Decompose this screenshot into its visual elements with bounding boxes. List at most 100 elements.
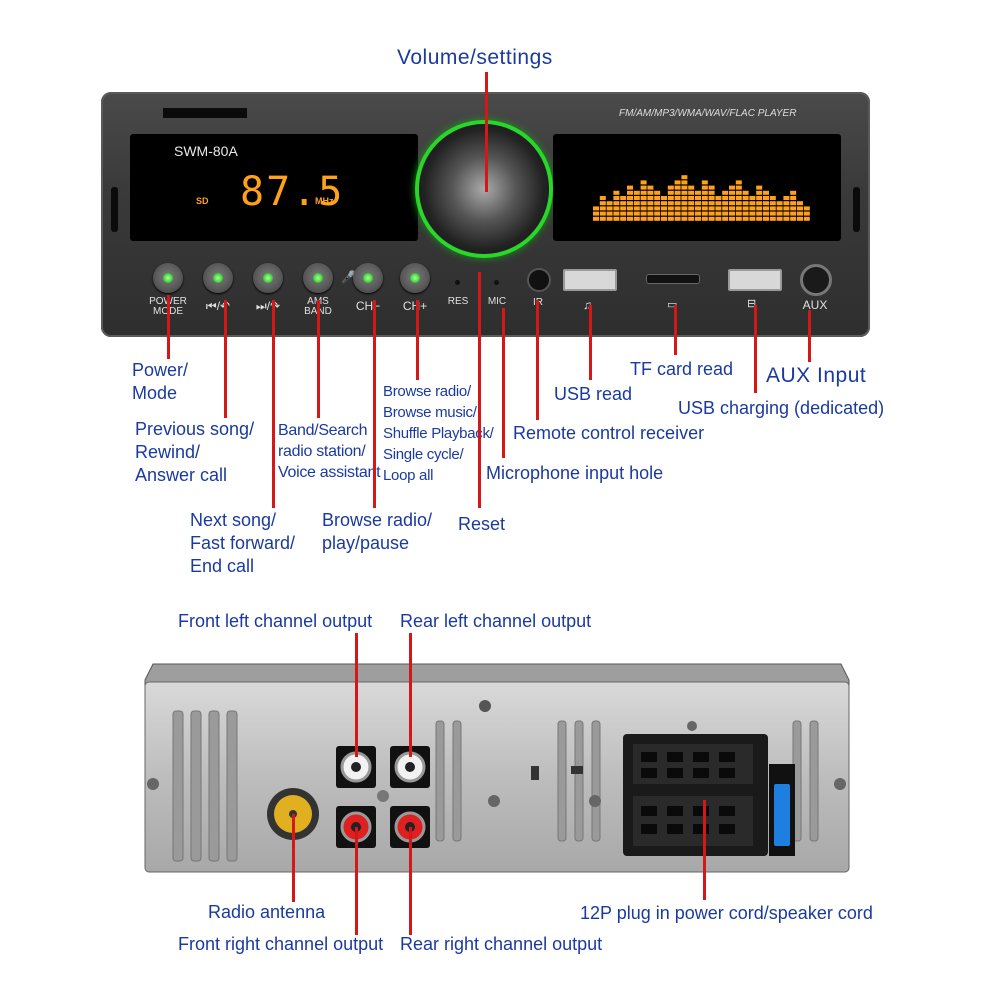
label-band-line1: Band/Search [278,422,368,439]
equalizer-segment [803,206,810,211]
equalizer-segment [661,211,667,216]
ams-band-button[interactable] [303,263,333,293]
leader-tf-card [674,305,677,355]
equalizer-segment [620,211,627,216]
rca-front-left[interactable] [336,746,376,788]
equalizer-segment [695,211,701,216]
iso-connector-12p[interactable] [623,734,768,856]
tf-card-slot[interactable] [646,274,700,284]
equalizer-segment [722,190,729,195]
left-release-slot [111,187,118,232]
next-button[interactable] [253,263,283,293]
equalizer-segment [667,201,674,206]
equalizer-segment [735,180,742,185]
equalizer-segment [783,216,790,221]
equalizer-segment [599,211,606,216]
card-slot [163,108,247,118]
usb-read-port[interactable] [563,269,617,291]
volume-knob[interactable] [419,124,549,254]
equalizer-segment [661,216,667,221]
equalizer-segment [729,201,735,206]
equalizer-segment [776,206,783,211]
left-display: SWM-80A SD 87.5 MHz [130,134,418,241]
leader-aux [808,310,811,362]
equalizer-segment [620,196,627,200]
rca-rear-left[interactable] [390,746,430,788]
equalizer-segment [640,216,647,221]
equalizer-segment [715,196,722,200]
equalizer-segment [756,190,763,195]
aux-label: AUX [802,298,828,312]
reset-hole[interactable] [455,280,460,285]
equalizer-segment [599,196,606,200]
equalizer-segment [661,196,667,200]
screw-top [479,700,491,712]
equalizer-segment [735,216,742,221]
ch-plus-button[interactable] [400,263,430,293]
equalizer-segment [667,211,674,216]
equalizer-segment [797,211,803,216]
frequency-readout: 87.5 [240,169,345,215]
equalizer-segment [674,216,681,221]
left-vents [172,710,238,862]
equalizer-segment [674,180,681,185]
equalizer-segment [640,190,647,195]
equalizer-segment [708,201,715,206]
equalizer-segment [640,206,647,211]
equalizer-segment [749,216,756,221]
label-usb-read: USB read [554,384,633,404]
equalizer-segment [776,201,783,206]
equalizer-segment [701,185,708,190]
equalizer-segment [769,211,776,216]
equalizer-segment [708,216,715,221]
equalizer-segment [613,216,620,221]
power-mode-button[interactable] [153,263,183,293]
equalizer-segment [790,201,797,206]
screw-mid [488,795,500,807]
equalizer-segment [627,201,633,206]
equalizer-segment [613,190,620,195]
equalizer-segment [742,206,749,211]
equalizer-segment [688,185,695,190]
ir-receiver [527,268,551,292]
equalizer-segment [701,211,708,216]
equalizer-segment [674,201,681,206]
equalizer-segment [783,201,790,206]
mount-hole-right [834,778,846,790]
equalizer-segment [640,185,647,190]
ch-plus-label: CH+ [402,299,428,313]
equalizer-segment [647,185,654,190]
label-band: Band/Search radio station/ Voice assista… [278,420,381,483]
equalizer-segment [681,206,688,211]
equalizer-segment [715,211,722,216]
equalizer-segment [701,201,708,206]
label-usb-charging: USB charging (dedicated) [678,398,885,418]
equalizer-segment [674,196,681,200]
equalizer-segment [633,201,640,206]
rca-center-screw [377,790,389,802]
equalizer-segment [688,201,695,206]
equalizer-segment [681,180,688,185]
ch-minus-label: CH− [355,299,381,313]
leader-plug [703,800,706,900]
equalizer-segment [661,206,667,211]
equalizer-segment [647,201,654,206]
aux-jack[interactable] [800,264,832,296]
equalizer-segment [769,196,776,200]
equalizer-segment [654,201,661,206]
previous-button[interactable] [203,263,233,293]
equalizer-segment [647,206,654,211]
equalizer-segment [797,201,803,206]
equalizer-segment [627,206,633,211]
leader-power [167,295,170,359]
equalizer-segment [688,190,695,195]
equalizer-segment [681,175,688,180]
screw-top-right [687,721,697,731]
equalizer-segment [715,201,722,206]
equalizer-segment [756,196,763,200]
equalizer-segment [797,216,803,221]
label-browse-shuffle-line5: Loop all [383,467,434,484]
ch-minus-button[interactable] [353,263,383,293]
usb-charging-port[interactable] [728,269,782,291]
leader-front-right [355,827,358,935]
